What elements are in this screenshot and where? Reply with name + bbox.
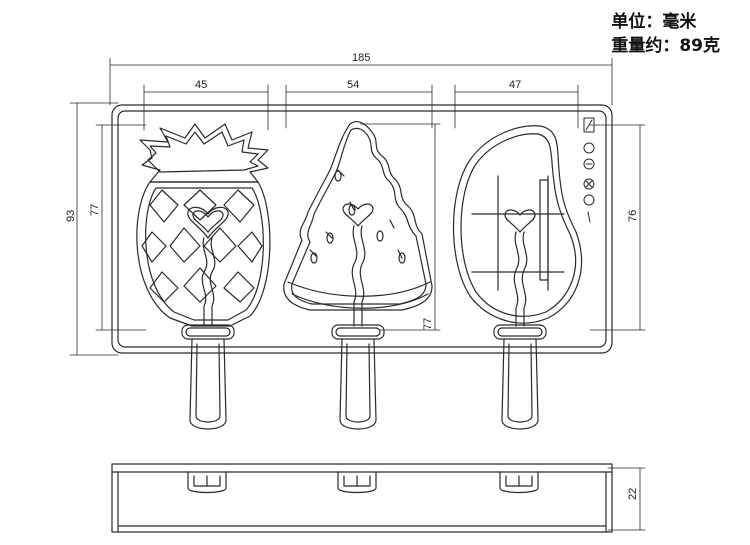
dim-watermelon-width: 54 xyxy=(347,79,359,91)
tray-side-view xyxy=(111,463,613,533)
dim-tray-depth: 22 xyxy=(627,488,639,500)
spec-info: 单位：毫米 重量约：89克 xyxy=(611,10,720,58)
pineapple-cavity xyxy=(136,123,271,430)
tray-top-view xyxy=(111,104,613,354)
dim-pineapple-height: 77 xyxy=(89,204,101,216)
weight-label: 重量约：89克 xyxy=(611,36,720,56)
dim-mango-height: 76 xyxy=(627,210,639,222)
dimension-annotations: 185 45 54 47 93 77 77 76 xyxy=(65,52,646,531)
care-symbols xyxy=(583,117,595,223)
dim-pineapple-width: 45 xyxy=(195,79,207,91)
watermelon-cavity xyxy=(283,120,433,430)
mango-cavity xyxy=(452,125,583,430)
unit-label: 单位：毫米 xyxy=(611,12,697,32)
dim-mango-width: 47 xyxy=(509,79,521,91)
dim-watermelon-height: 77 xyxy=(422,318,434,330)
dim-overall-width: 185 xyxy=(352,52,370,64)
dim-overall-height: 93 xyxy=(65,210,77,222)
